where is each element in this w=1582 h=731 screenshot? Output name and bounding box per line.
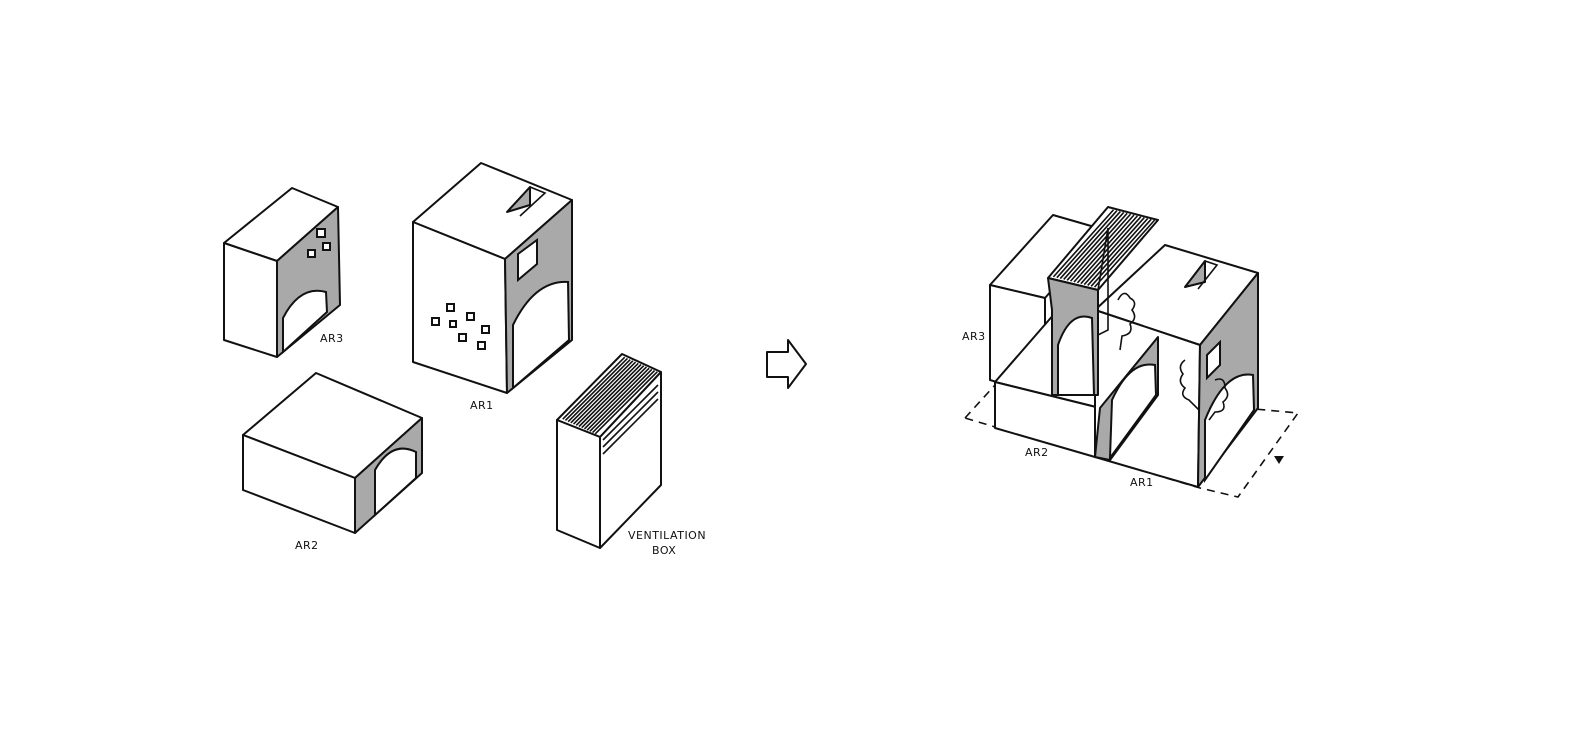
louver-line [583, 366, 647, 430]
ar2-block: AR2 [242, 372, 423, 552]
ar2-label: AR2 [295, 539, 319, 552]
louver-line [1069, 213, 1132, 282]
louver-line [578, 363, 642, 428]
louver-line [1093, 219, 1156, 288]
louver-line [1087, 217, 1149, 286]
louvers-combined [1052, 209, 1156, 288]
louver-line [575, 362, 639, 426]
louvers [562, 356, 658, 435]
louver-line [567, 359, 631, 423]
louver-line [586, 367, 650, 431]
ar1-block: AR1 [412, 162, 573, 412]
louver-line [594, 371, 658, 435]
ar3-label: AR3 [320, 332, 344, 345]
ventilation-label-line1: VENTILATION [628, 529, 706, 542]
louver-line [562, 356, 626, 420]
louver-line [564, 357, 628, 421]
louver-line [592, 370, 656, 434]
combined-ar3-label: AR3 [962, 330, 986, 343]
direction-triangle-icon [1274, 456, 1284, 464]
louver-line [1080, 216, 1142, 285]
louver-line [570, 360, 634, 424]
louver-line [1052, 209, 1115, 278]
ventilation-box: VENTILATION BOX [556, 353, 706, 557]
louver-line [581, 365, 645, 429]
combined-ar2-label: AR2 [1025, 446, 1049, 459]
louver-line [589, 368, 653, 432]
ar3-block: AR3 [223, 187, 344, 358]
right-arrow-icon [766, 339, 807, 389]
ar1-label: AR1 [470, 399, 494, 412]
louver-line [1083, 217, 1145, 286]
louver-line [573, 361, 637, 425]
tree-icon [1117, 292, 1229, 421]
ar1-windows [431, 303, 490, 350]
louver-line [1059, 211, 1121, 280]
louver-line [1056, 210, 1118, 279]
ventilation-label-line2: BOX [652, 544, 676, 557]
louver-line [1066, 212, 1128, 281]
louver-line [1063, 211, 1125, 280]
combined-ar1-label: AR1 [1130, 476, 1154, 489]
combined-assembly: AR3 AR2 AR1 [962, 206, 1300, 498]
